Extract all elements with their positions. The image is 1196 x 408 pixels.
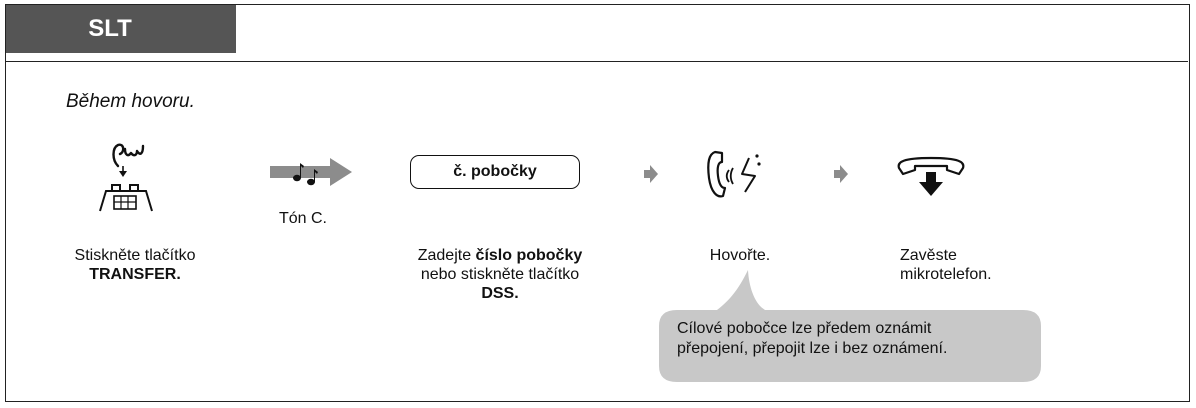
note-line1: Cílové pobočce lze předem oznámit <box>677 320 932 337</box>
press-finger-icon <box>112 143 145 177</box>
step-talk-label: Hovořte. <box>709 247 771 264</box>
step-arrow-icon <box>834 165 848 183</box>
procedure-frame: SLT <box>5 4 1190 402</box>
step-hangup-label: Zavěste mikrotelefon. <box>900 246 1020 284</box>
transfer-key-icon <box>99 184 153 212</box>
note-line2: přepojení, přepojit lze i bez oznámení. <box>677 340 948 357</box>
extension-number-key: č. pobočky <box>410 155 580 189</box>
step-dial-bold: číslo pobočky <box>475 247 583 264</box>
step-transfer-key: TRANSFER. <box>89 266 181 283</box>
step-transfer-line1: Stiskněte tlačítko <box>74 247 196 264</box>
step-hangup-line2: mikrotelefon. <box>900 266 992 283</box>
tone-label: Tón C. <box>278 210 327 227</box>
step-dial-prefix: Zadejte <box>417 247 476 264</box>
step-hangup-line1: Zavěste <box>900 247 957 264</box>
step-arrow-icon <box>644 165 658 183</box>
step-transfer-label: Stiskněte tlačítko TRANSFER. <box>60 246 210 284</box>
header-divider <box>6 61 1188 62</box>
step-dial-label: Zadejte číslo pobočky nebo stiskněte tla… <box>380 246 620 303</box>
note-text: Cílové pobočce lze předem oznámit přepoj… <box>677 319 947 359</box>
talk-handset-icon <box>707 150 761 198</box>
note-callout <box>659 270 1041 382</box>
tone-arrow-icon <box>270 158 352 186</box>
header-title: SLT <box>88 15 132 42</box>
context-label: Během hovoru. <box>66 91 195 112</box>
step-dial-line2: nebo stiskněte tlačítko <box>420 266 580 283</box>
header-tab: SLT <box>6 5 236 53</box>
hangup-handset-icon <box>897 156 965 196</box>
step-dial-key: DSS. <box>481 285 519 302</box>
